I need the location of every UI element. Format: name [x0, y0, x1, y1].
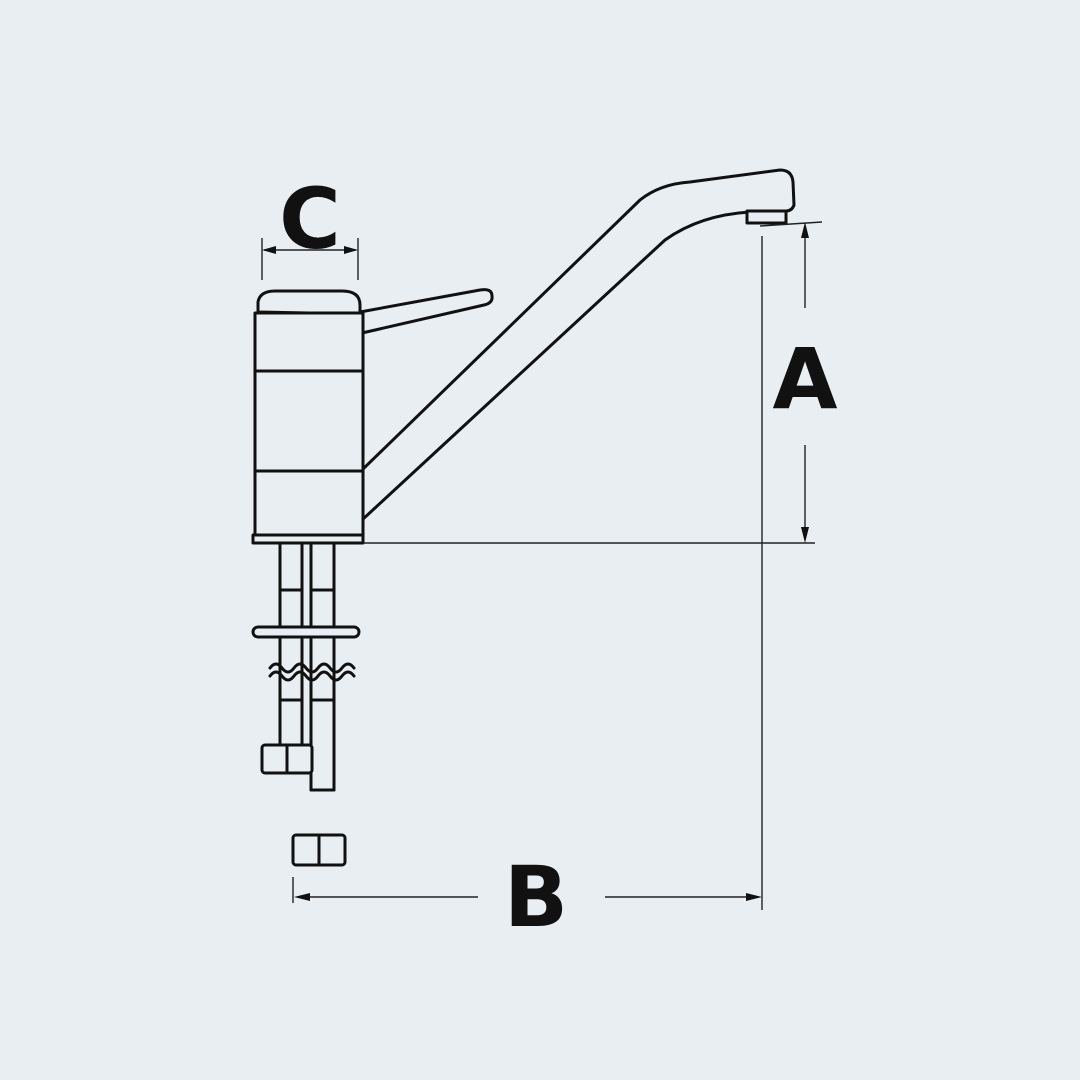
faucet-body [251, 311, 365, 545]
aerator [745, 209, 788, 225]
dimension-label-b: B [504, 848, 568, 946]
mounting-washer [251, 625, 361, 639]
lever-handle [256, 288, 494, 335]
spout [360, 168, 796, 522]
hose-nut-left [260, 743, 314, 775]
supply-hoses [268, 541, 356, 792]
hose-nut-right [291, 833, 347, 867]
dimension-lines [261, 221, 823, 910]
dimension-label-c: C [279, 170, 341, 268]
dimension-label-a: A [772, 330, 837, 428]
